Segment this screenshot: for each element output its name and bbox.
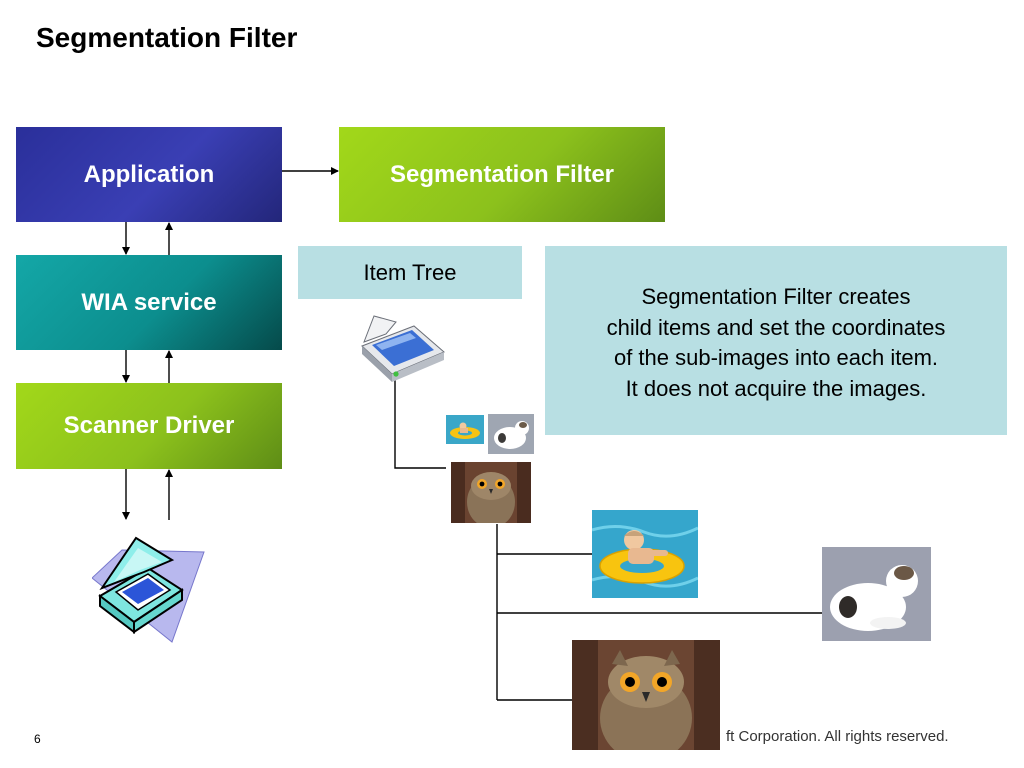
baby-photo [446, 415, 484, 444]
note-line: child items and set the coordinates [606, 314, 946, 340]
wia-service-label: WIA service [81, 288, 217, 316]
segmentation-filter-box: Segmentation Filter [339, 127, 665, 222]
description-note: Segmentation Filter creates child items … [545, 246, 1007, 435]
item-tree-text: Item Tree [363, 260, 457, 285]
baby-photo [592, 510, 698, 598]
scanner-driver-label: Scanner Driver [63, 412, 235, 439]
copyright-notice: ft Corporation. All rights reserved. [726, 728, 949, 745]
note-line: of the sub-images into each item. [613, 345, 939, 370]
item-tree-label: Item Tree [298, 246, 522, 299]
tree-root-connector [394, 380, 446, 469]
application-label: Application [83, 160, 215, 188]
application-box: Application [16, 127, 282, 222]
segmentation-filter-label: Segmentation Filter [389, 160, 615, 188]
scanner-icon [361, 315, 445, 382]
scanner-clipart-icon [92, 536, 205, 643]
slide-title: Segmentation Filter [36, 22, 298, 53]
note-line: Segmentation Filter creates [641, 284, 911, 309]
cat-photo [488, 414, 534, 454]
note-line: It does not acquire the images. [625, 375, 927, 401]
scanner-driver-box: Scanner Driver [16, 383, 282, 469]
owl-photo [572, 640, 720, 750]
owl-photo [451, 462, 531, 523]
wia-service-box: WIA service [16, 255, 282, 350]
cat-photo [822, 547, 931, 641]
slide-number: 6 [34, 732, 41, 746]
